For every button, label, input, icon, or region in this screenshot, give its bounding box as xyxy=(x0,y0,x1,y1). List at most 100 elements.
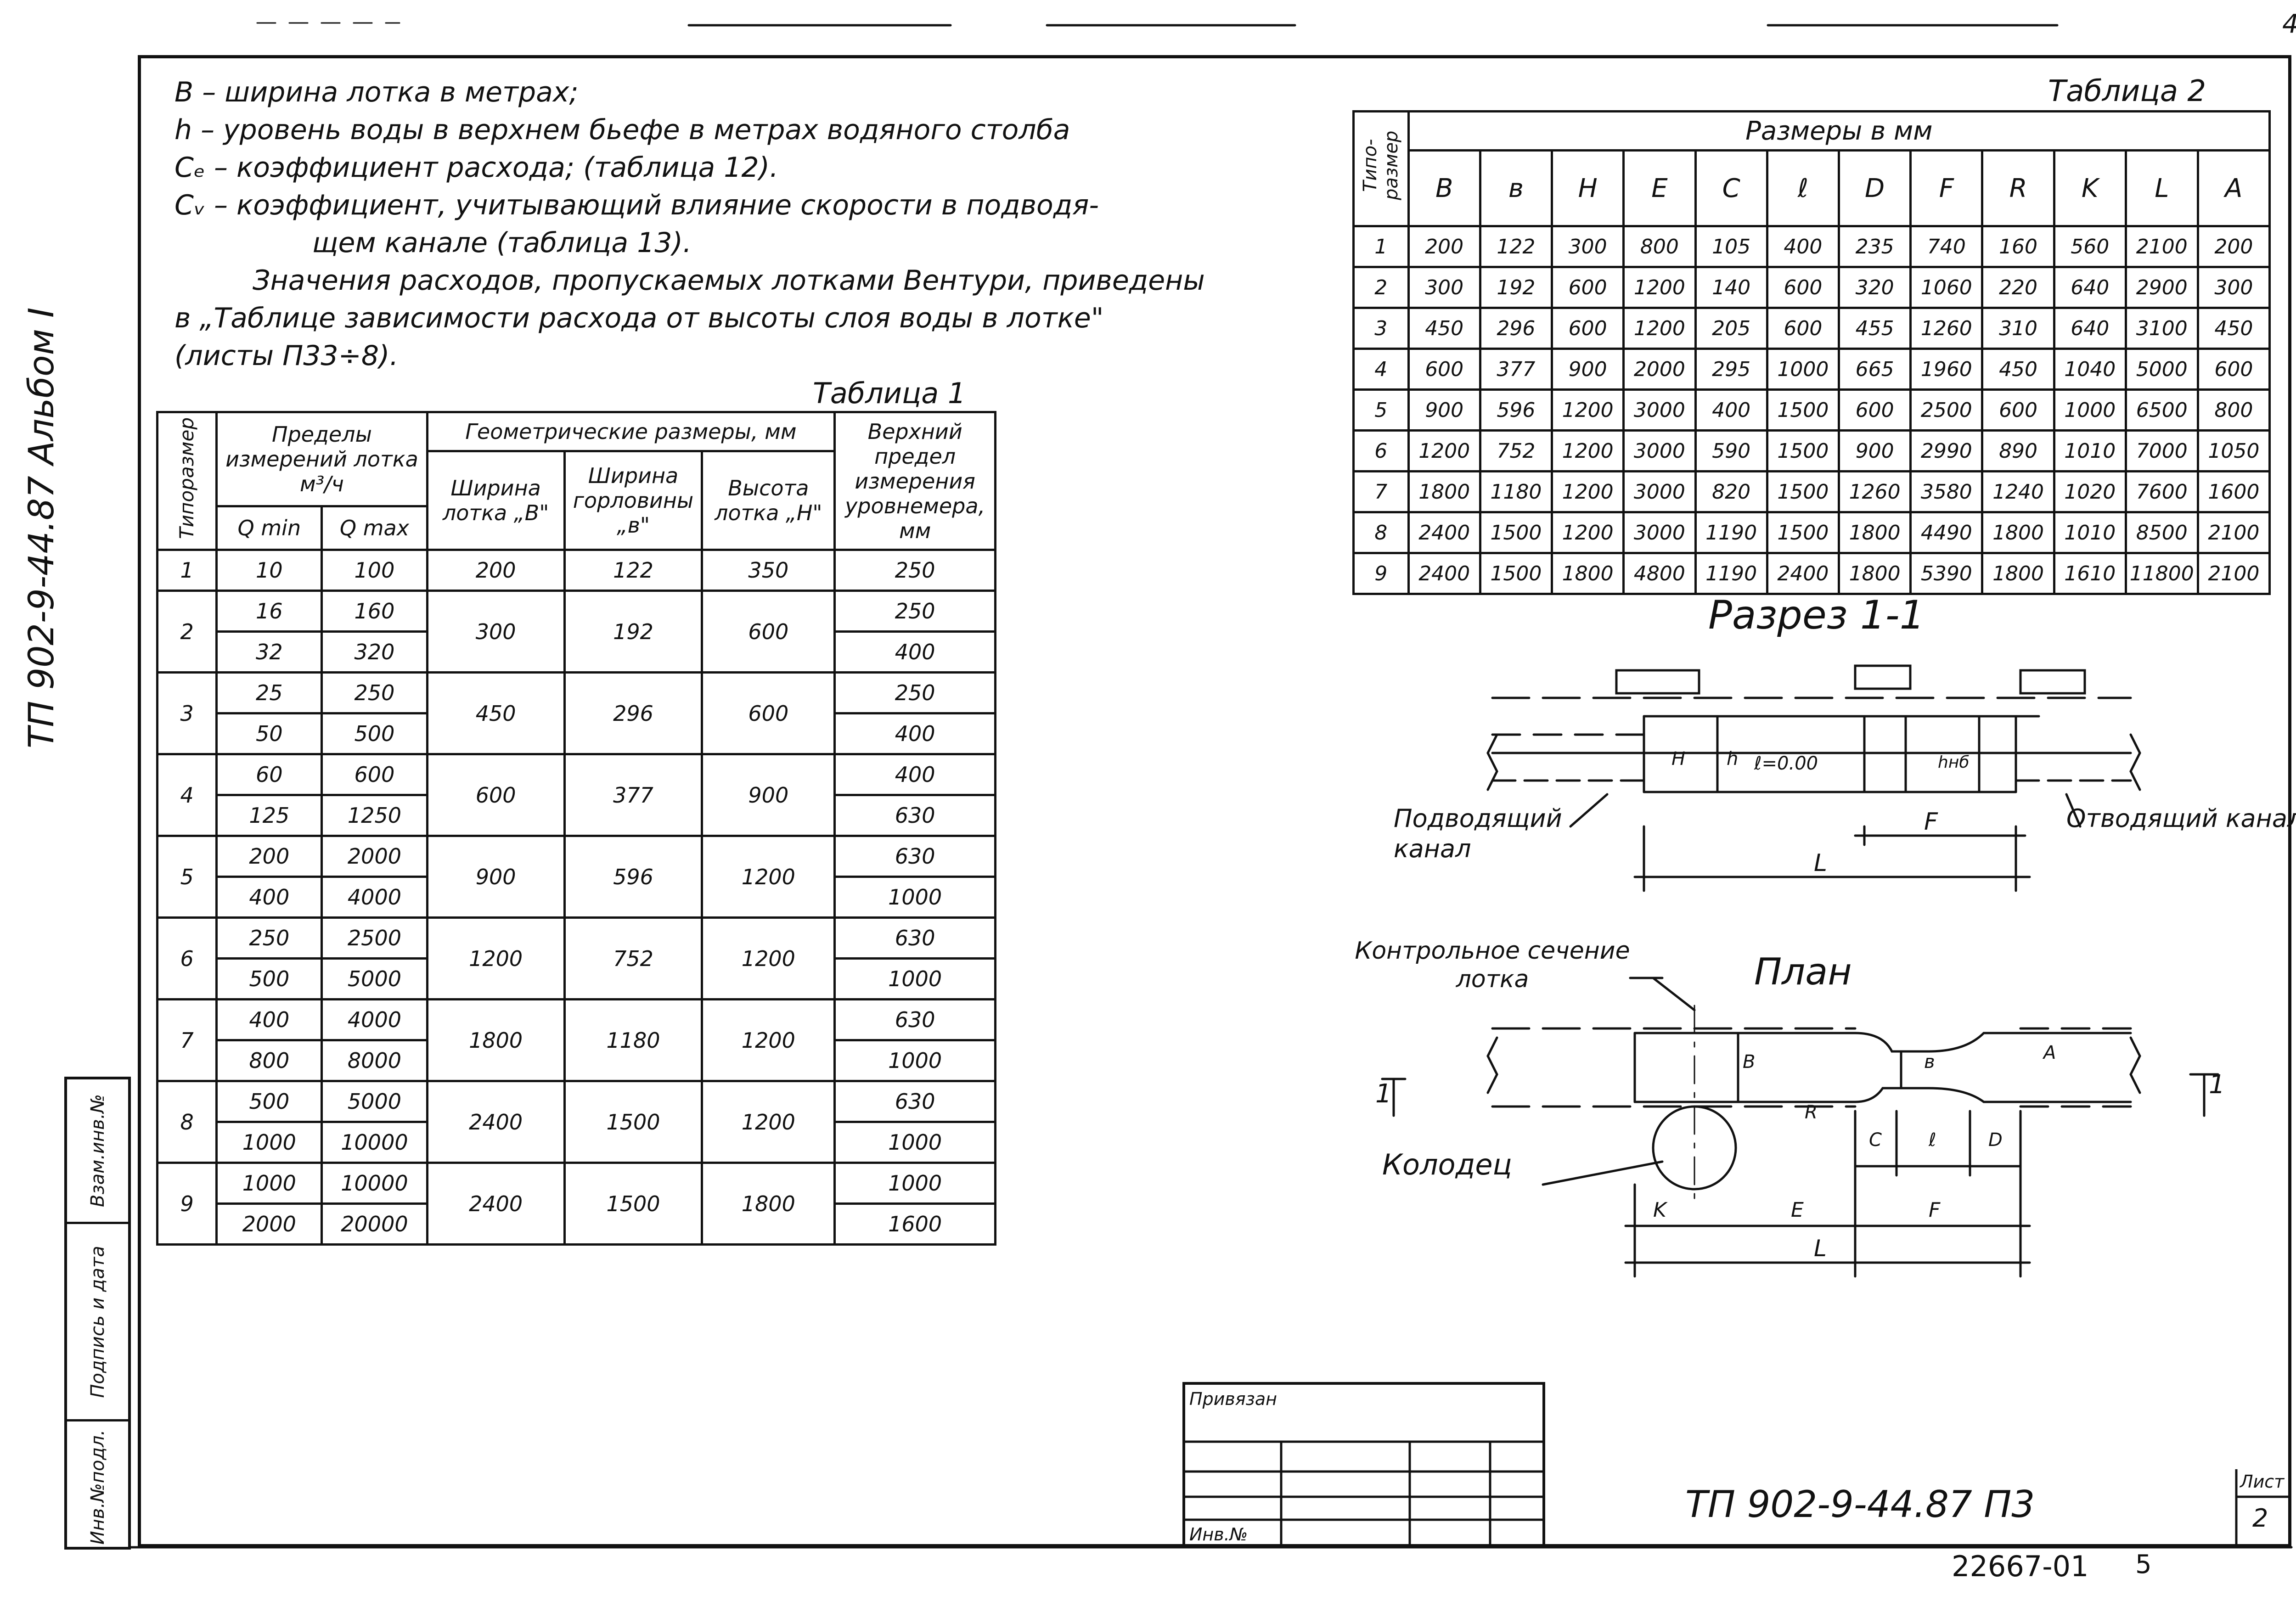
inlet-label: Подводящий канал xyxy=(1394,804,1562,863)
bound-label: Привязан xyxy=(1189,1389,1277,1409)
table1-caption: Таблица 1 xyxy=(813,376,966,410)
sidebar-cell-replace: Взам.инв.№ xyxy=(87,1094,108,1208)
table2-cell: 11800 xyxy=(2124,552,2199,595)
table2-cell: 450 xyxy=(2196,307,2271,350)
table1-height-cell: 1200 xyxy=(701,835,836,919)
label-F: F xyxy=(1924,808,1938,836)
table2-cell: 560 xyxy=(2053,225,2127,268)
table2-cell: 890 xyxy=(1981,429,2055,472)
table1-upper-cell: 1000 xyxy=(833,957,996,1000)
page-number: 5 xyxy=(2135,1550,2152,1579)
table2-cell: 640 xyxy=(2053,307,2127,350)
table1-height-cell: 1200 xyxy=(701,1080,836,1164)
table1-type-cell: 3 xyxy=(156,671,218,755)
table1-upper-cell: 400 xyxy=(833,630,996,674)
table2-cell: 7600 xyxy=(2124,470,2199,513)
corner-number: 4 xyxy=(2282,9,2296,39)
table1-upper-cell: 1600 xyxy=(833,1202,996,1246)
table1-qmax-cell: 500 xyxy=(321,712,428,755)
table1-width-cell: 1800 xyxy=(426,998,566,1082)
table2-cell: 3580 xyxy=(1909,470,1984,513)
table2-cell: 105 xyxy=(1694,225,1768,268)
table1-qmax-header: Q max xyxy=(321,505,428,551)
table1-qmin-cell: 400 xyxy=(215,876,323,919)
table2-cell: 1190 xyxy=(1694,552,1768,595)
archive-number: 22667-01 xyxy=(1952,1550,2089,1583)
table2-cell: 205 xyxy=(1694,307,1768,350)
table1: Типоразмер Пределы измерений лотка м³/ч … xyxy=(156,411,996,1246)
plan-title: План xyxy=(1754,950,1852,993)
label-hnb: hнб xyxy=(1938,753,1970,772)
table2-cell: 1600 xyxy=(2196,470,2271,513)
table1-height-cell: 1200 xyxy=(701,998,836,1082)
table2-cell: 450 xyxy=(1981,348,2055,391)
table2-cell: 192 xyxy=(1479,266,1553,309)
note-line: Значения расходов, пропускаемых лотками … xyxy=(253,264,1205,297)
table1-qmin-cell: 500 xyxy=(215,957,323,1000)
table2-cell: 1060 xyxy=(1909,266,1984,309)
table2-cell: 1500 xyxy=(1766,511,1840,554)
table1-upper-cell: 1000 xyxy=(833,1121,996,1164)
table2-cell: 3000 xyxy=(1622,429,1697,472)
table1-qmax-cell: 2000 xyxy=(321,835,428,878)
table2-type-cell: 2 xyxy=(1352,266,1410,309)
table2-cell: 900 xyxy=(1551,348,1625,391)
table1-qmin-cell: 1000 xyxy=(215,1121,323,1164)
table2-cell: 300 xyxy=(1551,225,1625,268)
table1-height-cell: 350 xyxy=(701,549,836,592)
cut-mark-right: 1 xyxy=(2209,1070,2225,1100)
table1-qmax-cell: 600 xyxy=(321,753,428,796)
table2-cell: 600 xyxy=(1551,266,1625,309)
table2-cell: 600 xyxy=(1981,388,2055,432)
plan-label-A: A xyxy=(2043,1042,2056,1063)
table1-width-cell: 900 xyxy=(426,835,566,919)
table2-cell: 1500 xyxy=(1766,388,1840,432)
table2-cell: 1800 xyxy=(1407,470,1481,513)
table2-cell: 300 xyxy=(2196,266,2271,309)
table2-cell: 590 xyxy=(1694,429,1768,472)
table2-cell: 1190 xyxy=(1694,511,1768,554)
table2-column-header: B xyxy=(1407,149,1481,227)
label-L: L xyxy=(1814,849,1827,877)
plan-label-F: F xyxy=(1929,1198,1941,1222)
table1-upper-cell: 630 xyxy=(833,998,996,1041)
table1-height-header: Высота лотка „H" xyxy=(701,450,836,551)
table1-upper-cell: 250 xyxy=(833,671,996,714)
title-block xyxy=(1182,1382,1545,1547)
plan-label-E: E xyxy=(1791,1198,1804,1222)
table2-cell: 2500 xyxy=(1909,388,1984,432)
table2-cell: 1800 xyxy=(1837,511,1912,554)
table1-width-cell: 450 xyxy=(426,671,566,755)
table2-cell: 1500 xyxy=(1766,470,1840,513)
table2-cell: 400 xyxy=(1694,388,1768,432)
table1-throat-cell: 377 xyxy=(563,753,703,837)
table1-qmax-cell: 5000 xyxy=(321,957,428,1000)
table2-column-header: K xyxy=(2053,149,2127,227)
table2-cell: 2100 xyxy=(2196,511,2271,554)
table2-cell: 640 xyxy=(2053,266,2127,309)
note-line: Cₑ – коэффициент расхода; (таблица 12). xyxy=(174,152,779,184)
table1-qmin-cell: 500 xyxy=(215,1080,323,1123)
table2-type-cell: 7 xyxy=(1352,470,1410,513)
table2-cell: 220 xyxy=(1981,266,2055,309)
table2-cell: 1500 xyxy=(1766,429,1840,472)
table2-cell: 2400 xyxy=(1407,511,1481,554)
table2-cell: 1040 xyxy=(2053,348,2127,391)
well-label: Колодец xyxy=(1382,1148,1512,1181)
table2-cell: 235 xyxy=(1837,225,1912,268)
table1-width-cell: 300 xyxy=(426,590,566,674)
table1-qmax-cell: 250 xyxy=(321,671,428,714)
table2-column-header: H xyxy=(1551,149,1625,227)
inv-label: Инв.№ xyxy=(1189,1524,1248,1545)
table1-qmin-cell: 16 xyxy=(215,590,323,633)
table2-cell: 600 xyxy=(1551,307,1625,350)
control-section-label: Контрольное сечение лотка xyxy=(1355,937,1630,993)
table1-throat-cell: 296 xyxy=(563,671,703,755)
